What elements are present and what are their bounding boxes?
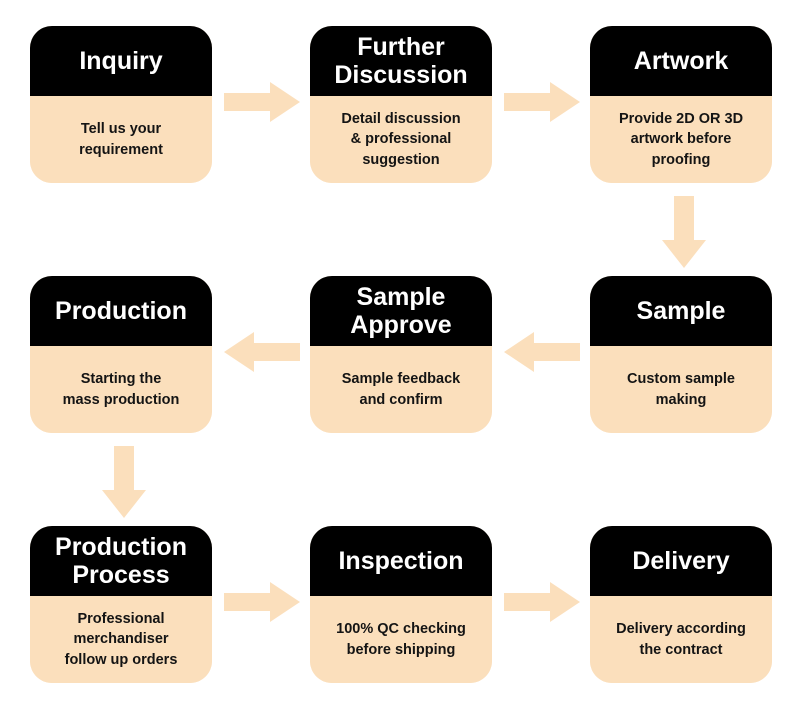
flow-node-description: Professional merchandiser follow up orde… [30,596,212,683]
flow-node-title: Sample Approve [310,276,492,346]
flow-node-title: Inspection [310,526,492,596]
flow-node-description: Starting the mass production [30,346,212,433]
arrow-right-icon [504,582,580,622]
flow-node-description: Tell us your requirement [30,96,212,183]
flow-node-description: Custom sample making [590,346,772,433]
flow-node-inspection[interactable]: Inspection 100% QC checking before shipp… [310,526,492,683]
flow-node-sample[interactable]: Sample Custom sample making [590,276,772,433]
flow-node-title: Production [30,276,212,346]
flow-node-sample-approve[interactable]: Sample Approve Sample feedback and confi… [310,276,492,433]
flow-node-description: Delivery according the contract [590,596,772,683]
arrow-down-icon [662,196,706,268]
flow-node-inquiry[interactable]: Inquiry Tell us your requirement [30,26,212,183]
flow-node-title: Inquiry [30,26,212,96]
arrow-right-icon [224,582,300,622]
arrow-left-icon [224,332,300,372]
flow-node-title: Delivery [590,526,772,596]
flow-node-production[interactable]: Production Starting the mass production [30,276,212,433]
flow-node-title: Artwork [590,26,772,96]
flow-node-description: Provide 2D OR 3D artwork before proofing [590,96,772,183]
flow-node-production-process[interactable]: Production Process Professional merchand… [30,526,212,683]
flow-node-title: Further Discussion [310,26,492,96]
arrow-right-icon [224,82,300,122]
flow-node-title: Sample [590,276,772,346]
flow-node-description: Detail discussion & professional suggest… [310,96,492,183]
flow-node-delivery[interactable]: Delivery Delivery according the contract [590,526,772,683]
arrow-down-icon [102,446,146,518]
flow-node-further-discussion[interactable]: Further Discussion Detail discussion & p… [310,26,492,183]
flow-node-description: 100% QC checking before shipping [310,596,492,683]
arrow-left-icon [504,332,580,372]
flow-node-artwork[interactable]: Artwork Provide 2D OR 3D artwork before … [590,26,772,183]
flow-node-title: Production Process [30,526,212,596]
flow-node-description: Sample feedback and confirm [310,346,492,433]
arrow-right-icon [504,82,580,122]
